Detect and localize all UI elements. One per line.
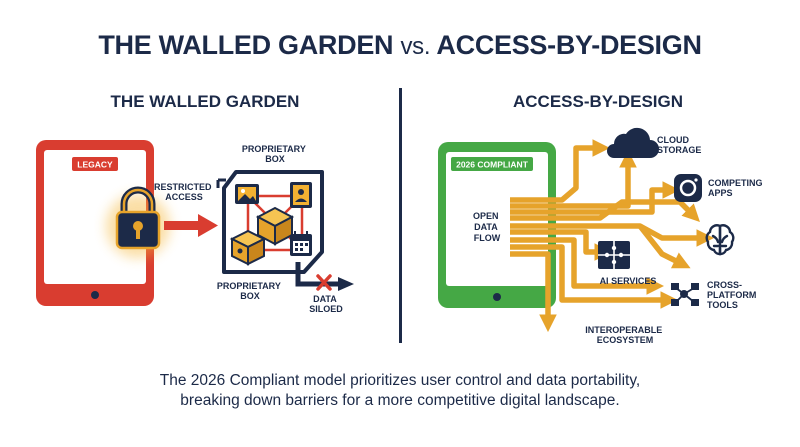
cube-icon [229,229,267,266]
x-mark-icon [316,274,332,291]
cloud-icon [607,127,659,158]
camera-app-icon [674,174,702,202]
caption-line: breaking down barriers for a more compet… [180,392,620,409]
main-title-left: THE WALLED GARDEN [98,30,394,60]
svg-text:2026 COMPLIANT: 2026 COMPLIANT [456,160,529,170]
proprietary-box-top-label: PROPRIETARY BOX [242,144,308,164]
compliant-badge: 2026 COMPLIANT [451,157,533,171]
calendar-icon [290,231,312,256]
svg-text:LEGACY: LEGACY [77,160,113,170]
main-title-right: ACCESS-BY-DESIGN [436,30,702,60]
brain-icon [705,224,735,256]
access-by-design-heading: ACCESS-BY-DESIGN [512,92,684,111]
caption: The 2026 Compliant model prioritizes use… [0,371,800,411]
proprietary-box [216,170,324,274]
ai-services-label: AI SERVICES [600,276,657,286]
cloud-storage-label: CLOUD STORAGE [657,135,701,155]
image-icon [235,184,259,204]
open-data-flow-label: OPEN DATA FLOW [473,211,501,243]
data-siloed-label: DATA SILOED [309,294,343,314]
restricted-arrow [164,214,218,237]
caption-line: The 2026 Compliant model prioritizes use… [159,372,641,389]
interoperable-ecosystem-label: INTEROPERABLE ECOSYSTEM [585,325,665,345]
competing-apps-label: COMPETING APPS [708,178,765,198]
main-title-vs: vs. [400,33,431,60]
data-siloed-arrow [295,262,354,291]
cross-platform-tools-label: CROSS- PLATFORM TOOLS [707,280,759,310]
proprietary-box-bottom-label: PROPRIETARY BOX [217,281,283,301]
network-icon [671,283,699,306]
main-title: THE WALLED GARDEN vs. ACCESS-BY-DESIGN [0,30,800,61]
legacy-badge: LEGACY [72,157,118,171]
panel-divider [399,88,402,343]
restricted-access-label: RESTRICTED ACCESS [154,182,214,202]
walled-garden-heading: THE WALLED GARDEN [110,92,300,111]
lock-icon [106,186,170,258]
contact-icon [290,182,312,208]
puzzle-icon [598,241,630,269]
data-flow-arrows [510,139,715,333]
